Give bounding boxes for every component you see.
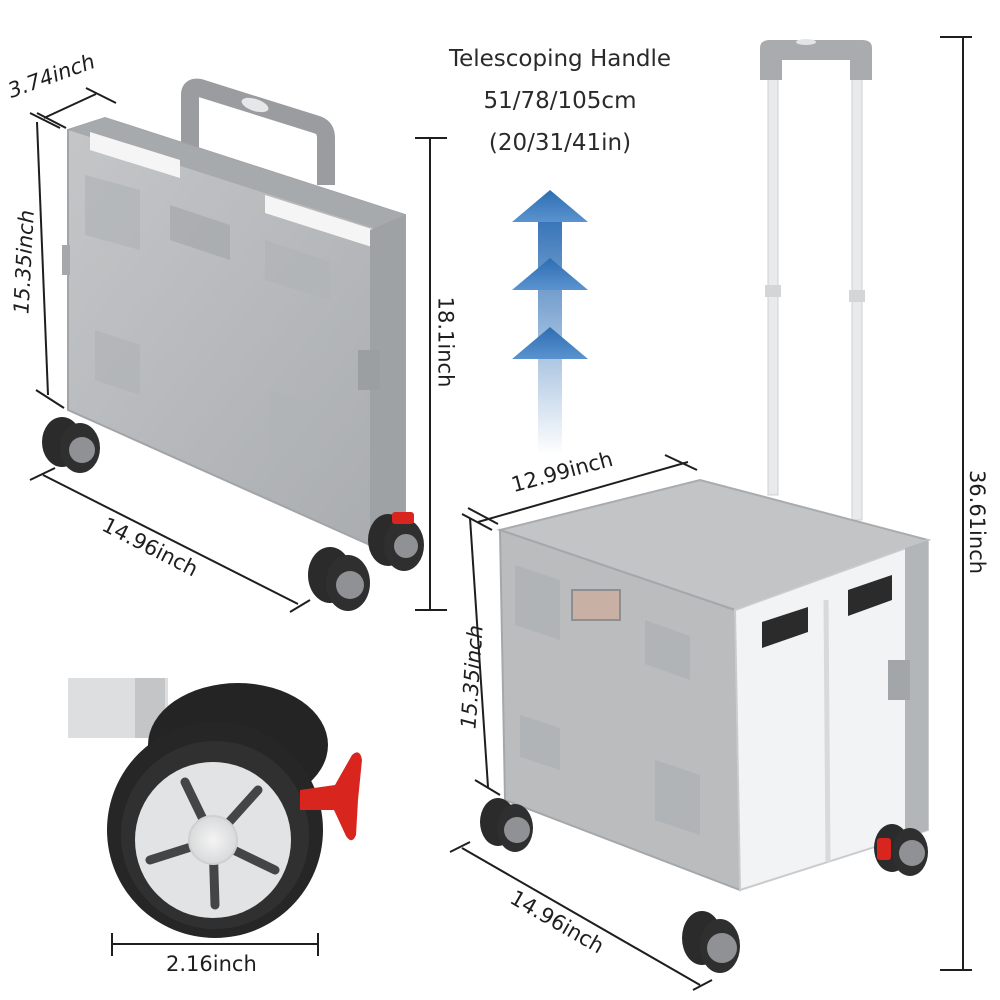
caption-title: Telescoping Handle [448,46,672,72]
folded-dimension-lines [29,87,447,613]
folded-cart-wheels [42,417,424,611]
wheel-detail [68,678,362,938]
open-total-height-label: 36.61inch [965,469,990,575]
wheel-dimension-line [111,933,319,956]
wheel-diameter-label: 2.16inch [166,952,257,976]
up-arrows-icon [512,190,588,455]
caption-metric: 51/78/105cm [483,88,637,114]
telescoping-handle-caption: Telescoping Handle 51/78/105cm (20/31/41… [420,38,700,164]
brake-lever-icon [300,752,362,841]
folded-total-height-label: 18.1inch [433,296,458,388]
open-dimension-lines [449,36,972,991]
folded-cart [42,78,424,611]
caption-imperial: (20/31/41in) [488,130,632,156]
open-cart-wheels [480,798,928,973]
open-cart [480,39,932,973]
